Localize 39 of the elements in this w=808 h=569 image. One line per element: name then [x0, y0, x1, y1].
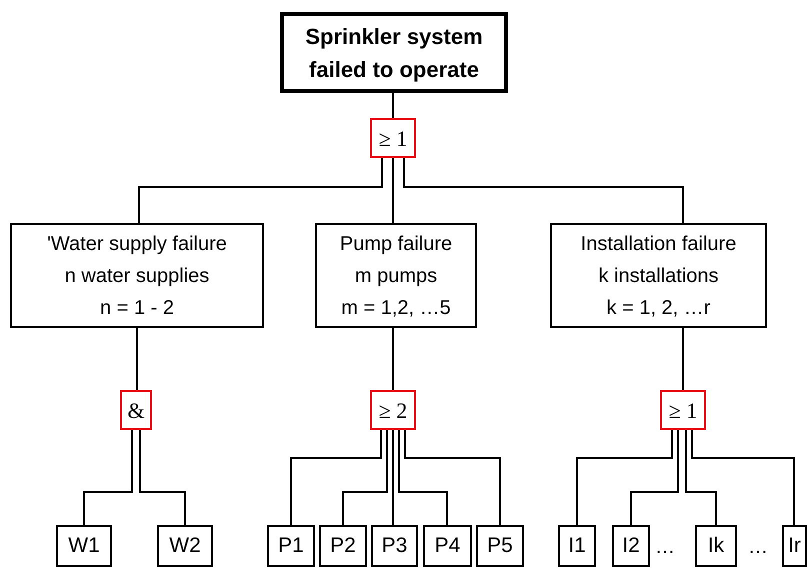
connector-line — [392, 93, 394, 118]
connector-line — [392, 430, 394, 525]
basic-event-box: I1 — [558, 525, 596, 567]
connector-line — [138, 158, 383, 223]
basic-event-box: P4 — [423, 525, 472, 567]
connector-line — [342, 430, 388, 525]
basic-event-box: I2 — [612, 525, 650, 567]
basic-event-box: Ir — [782, 525, 807, 567]
connector-line — [398, 430, 448, 525]
event-box: 'Water supply failure n water supplies n = 1 - 2 — [10, 223, 264, 328]
logic-gate-box: & — [120, 390, 152, 430]
connector-line — [136, 328, 138, 390]
ellipsis-label: … — [655, 535, 675, 560]
connector-line — [392, 158, 394, 223]
connector-line — [290, 430, 382, 525]
basic-event-box: P1 — [267, 525, 315, 567]
basic-event-box: W2 — [157, 525, 213, 567]
connector-line — [139, 430, 186, 525]
connector-line — [404, 430, 501, 525]
connector-line — [403, 158, 684, 223]
basic-event-box: P2 — [319, 525, 367, 567]
connector-line — [685, 430, 717, 525]
logic-gate-box: ≥ 1 — [370, 118, 416, 158]
connector-line — [392, 328, 394, 390]
basic-event-box: P3 — [371, 525, 418, 567]
logic-gate-box: ≥ 2 — [370, 390, 416, 430]
basic-event-box: W1 — [56, 525, 112, 567]
connector-line — [83, 430, 133, 525]
event-box: Installation failure k installations k = 1, 2, …r — [550, 223, 767, 328]
basic-event-box: P5 — [476, 525, 524, 567]
connector-line — [682, 328, 684, 390]
event-box: Sprinkler system failed to operate — [280, 12, 508, 93]
connector-line — [630, 430, 679, 525]
connector-line — [576, 430, 673, 525]
ellipsis-label: … — [748, 535, 768, 560]
basic-event-box: Ik — [695, 525, 737, 567]
logic-gate-box: ≥ 1 — [660, 390, 706, 430]
event-box: Pump failure m pumps m = 1,2, …5 — [315, 223, 477, 328]
connector-line — [691, 430, 795, 525]
